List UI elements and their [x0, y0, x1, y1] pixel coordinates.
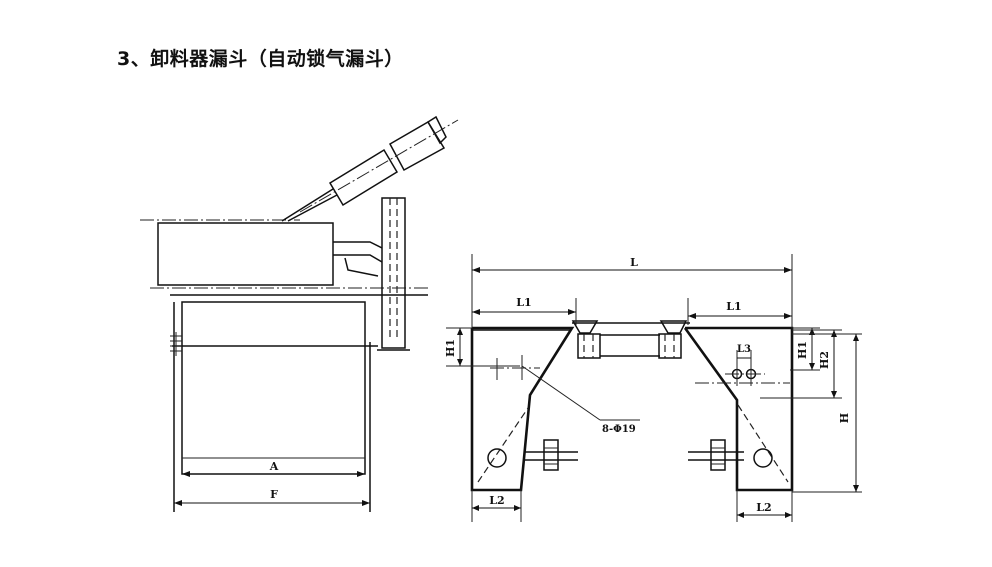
holes-callout-label: 8-Φ19	[602, 424, 636, 435]
upper-housing	[157, 222, 334, 286]
dimension-l3-label: L3	[737, 344, 751, 355]
side-view: A F	[140, 115, 459, 512]
dimension-l2-right-label: L2	[756, 501, 771, 514]
dimension-l1-right-label: L1	[726, 300, 741, 313]
page-title: 3、卸料器漏斗（自动锁气漏斗）	[117, 48, 404, 70]
right-flap	[659, 320, 688, 334]
dimension-l: L	[471, 254, 793, 328]
dimension-l3: L3	[737, 344, 751, 359]
dimension-h-label: H	[838, 413, 851, 423]
bracket	[333, 241, 383, 249]
dimension-f-label: F	[270, 488, 278, 501]
left-pivot	[487, 448, 507, 468]
cylinder-actuator	[281, 115, 459, 222]
right-pivot	[753, 448, 773, 468]
support-post	[381, 197, 406, 349]
dimension-h: H	[792, 333, 862, 493]
dimension-l1-left-label: L1	[516, 296, 531, 309]
dimension-l2-left: L2	[471, 490, 522, 522]
dimension-f: F	[174, 488, 370, 506]
dimension-l-label: L	[630, 256, 638, 269]
dimension-l2-right: L2	[736, 490, 793, 522]
dimension-h1-left: H1	[444, 327, 520, 367]
lower-body	[181, 301, 366, 475]
dimension-h1-right: H1	[790, 327, 820, 371]
dimension-h1-right-label: H1	[796, 341, 809, 359]
flange-mark	[170, 332, 182, 356]
dimension-a: A	[182, 457, 365, 477]
left-flap	[571, 320, 599, 334]
right-counterweight	[688, 439, 744, 471]
front-view: L L1 L1 L2	[444, 254, 862, 522]
left-counterweight	[524, 439, 578, 471]
dimension-l2-left-label: L2	[489, 494, 504, 507]
dimension-a-label: A	[269, 460, 279, 473]
left-side-plate	[470, 326, 575, 492]
holes-callout: 8-Φ19	[521, 365, 640, 435]
right-side-plate	[683, 326, 794, 492]
dimension-l1-left: L1	[472, 296, 577, 325]
dimension-h2: H2	[760, 329, 842, 399]
dimension-l1-right: L1	[687, 298, 792, 325]
dimension-h2-label: H2	[818, 351, 831, 369]
dimension-h1-left-label: H1	[444, 339, 457, 357]
